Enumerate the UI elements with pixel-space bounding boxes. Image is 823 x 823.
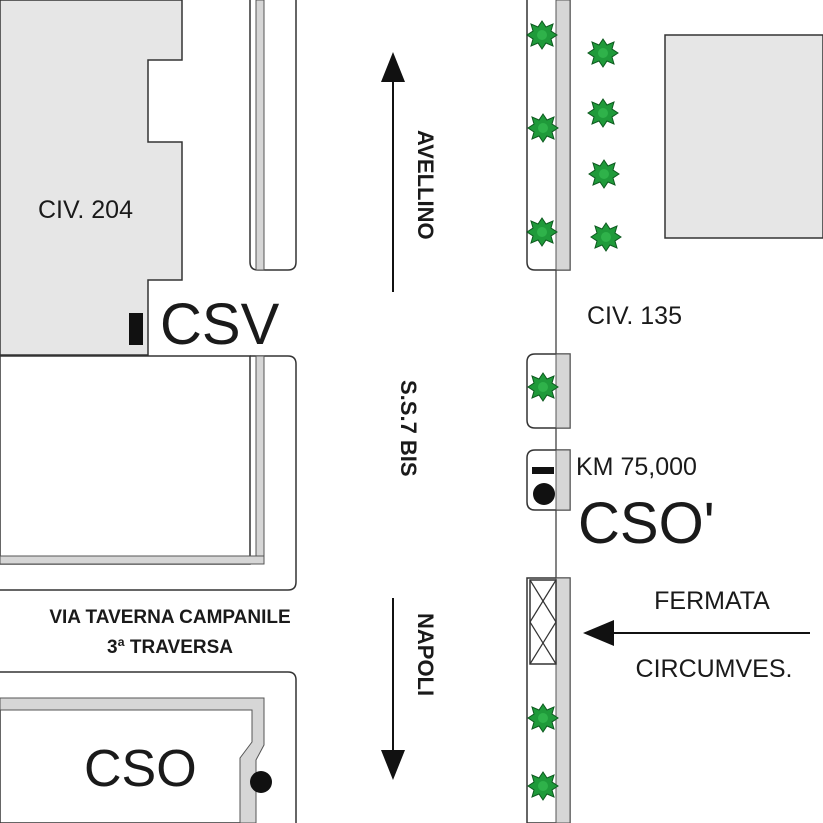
direction-label-avellino: AVELLINO [413, 130, 438, 240]
arrow-left-icon [583, 620, 810, 646]
sidewalk-middle-left [0, 355, 297, 591]
arrow-down-icon [381, 598, 405, 780]
tree-icon [527, 771, 559, 801]
marker-label-cso-prime: CSO' [578, 491, 715, 556]
cso-meter-dot [250, 771, 272, 793]
csv-marker-bar [129, 313, 143, 345]
cso-prime-meter-dot [533, 483, 555, 505]
building-label-civ-135: CIV. 135 [587, 302, 682, 330]
building-middle-left [0, 355, 251, 565]
street-label-line1: VIA TAVERNA CAMPANILE [49, 607, 290, 628]
tree-icon [527, 113, 559, 143]
tree-icon [587, 98, 619, 128]
tree-icon [590, 222, 622, 252]
direction-label-napoli: NAPOLI [413, 613, 438, 696]
km-meter-bar [532, 467, 554, 474]
tree-icon [527, 703, 559, 733]
km-marker-label: KM 75,000 [576, 453, 697, 481]
bus-stop-label-line2: CIRCUMVES. [636, 655, 793, 683]
road-name-label: S.S.7 BIS [396, 380, 421, 477]
sidewalk-bottom-left [0, 671, 297, 823]
tree-icon [526, 217, 558, 247]
tree-icon [527, 372, 559, 402]
tree-icon [588, 159, 620, 189]
building-civ-135 [664, 34, 823, 239]
bus-stop-label-line1: FERMATA [654, 587, 770, 615]
arrow-up-icon [381, 52, 405, 292]
tree-icon [526, 20, 558, 50]
marker-label-cso: CSO [84, 740, 197, 798]
bus-stop-crossbox-icon [529, 579, 557, 665]
street-label-line2: 3ª TRAVERSA [107, 637, 233, 658]
building-civ-204 [0, 0, 183, 356]
tree-icon [587, 38, 619, 68]
building-label-civ-204: CIV. 204 [38, 196, 133, 224]
marker-label-csv: CSV [160, 292, 280, 357]
